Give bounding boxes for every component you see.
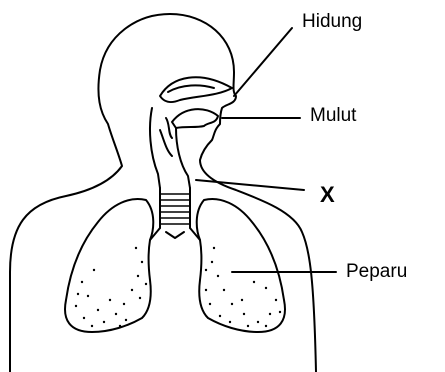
right-lung <box>197 199 285 332</box>
bronchi <box>150 228 200 240</box>
pharynx <box>150 108 160 188</box>
label-paru: Peparu <box>346 262 407 281</box>
leader-x <box>196 180 304 190</box>
label-mulut: Mulut <box>310 106 356 125</box>
label-x: X <box>320 184 335 206</box>
label-hidung: Hidung <box>302 12 362 31</box>
mouth-cavity <box>172 109 218 128</box>
leader-hidung <box>234 28 292 96</box>
body-outline <box>10 14 316 372</box>
lung-stipple <box>75 247 281 327</box>
trachea-rings <box>160 194 190 224</box>
left-lung <box>65 199 153 332</box>
